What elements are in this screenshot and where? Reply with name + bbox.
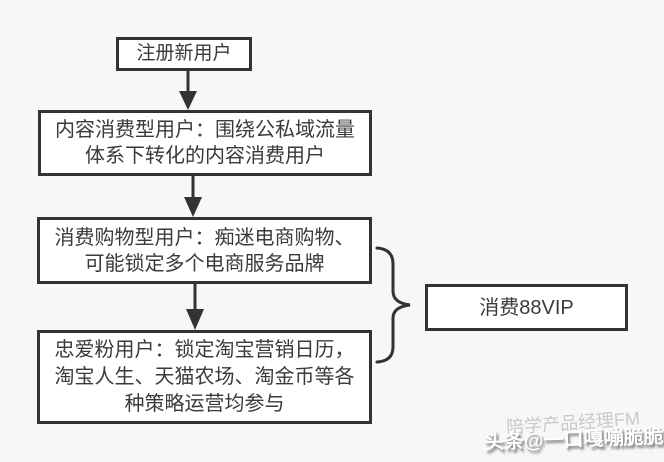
node-fans-line-1: 忠爱粉用户：锁定淘宝营销日历， (54, 338, 355, 361)
node-vip-88: 消费88VIP (425, 284, 628, 331)
curly-brace-group (375, 246, 411, 364)
node-shopping-consumer-user: 消费购物型用户：痴迷电商购物、 可能锁定多个电商服务品牌 (37, 217, 372, 284)
node-fans-line-2: 淘宝人生、天猫农场、淘金币等各 (54, 365, 355, 388)
node-register-new-user: 注册新用户 (116, 37, 252, 71)
node-shopping-line-2: 可能锁定多个电商服务品牌 (84, 252, 325, 275)
node-content-line-1: 内容消费型用户：围绕公私域流量 (55, 119, 355, 141)
arrow-register-to-content (179, 71, 197, 110)
node-shopping-line-1: 消费购物型用户：痴迷电商购物、 (54, 226, 355, 249)
node-content-line-2: 体系下转化的内容消费用户 (85, 145, 325, 167)
node-content-consumer-user: 内容消费型用户：围绕公私域流量 体系下转化的内容消费用户 (38, 110, 372, 176)
arrow-content-to-shopping (184, 176, 202, 217)
node-loyal-fan-user: 忠爱粉用户：锁定淘宝营销日历， 淘宝人生、天猫农场、淘金币等各 种策略运营均参与 (37, 330, 372, 424)
node-fans-line-3: 种策略运营均参与 (124, 392, 285, 415)
arrow-shopping-to-fans (186, 284, 204, 330)
node-register-label: 注册新用户 (136, 43, 232, 64)
watermark-main-text: 头条@一口嘎嘣脆脆 (483, 425, 664, 455)
node-vip-label: 消费88VIP (479, 296, 574, 319)
